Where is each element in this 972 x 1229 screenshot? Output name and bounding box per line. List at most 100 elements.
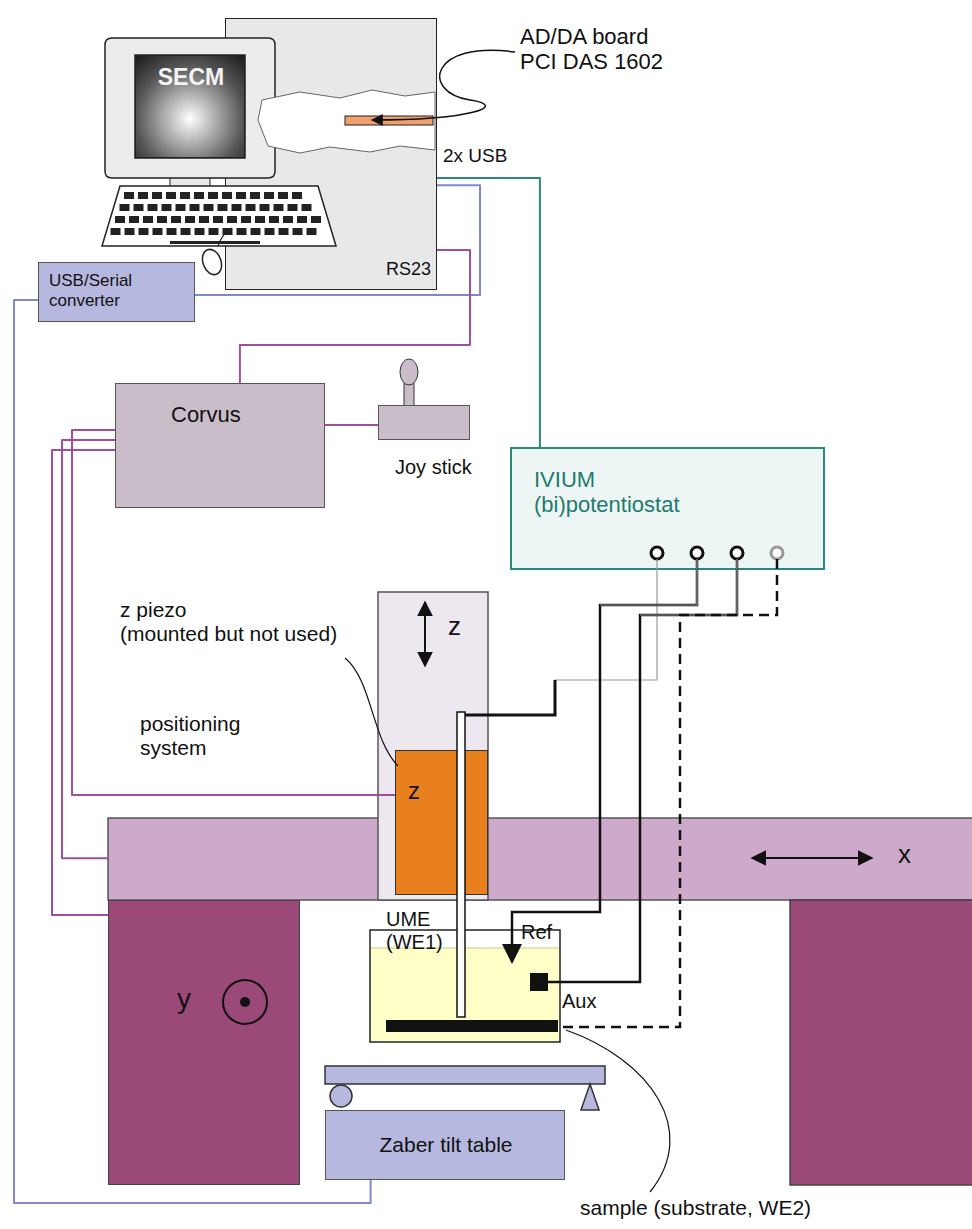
key xyxy=(157,216,167,223)
joystick-knob xyxy=(400,359,418,385)
key xyxy=(171,216,181,223)
key xyxy=(209,228,219,235)
monitor-frame xyxy=(105,38,275,178)
y-stage: y xyxy=(108,900,300,1185)
key xyxy=(138,192,148,199)
key xyxy=(148,204,158,211)
key xyxy=(195,228,205,235)
corvus-controller: Corvus xyxy=(115,383,325,508)
key xyxy=(166,192,176,199)
key xyxy=(311,216,321,223)
key xyxy=(218,204,228,211)
terminal xyxy=(651,547,663,559)
y-axis-dot xyxy=(240,997,250,1007)
callout-line xyxy=(372,50,515,120)
computer-tower: 2x USBRS23 xyxy=(225,18,437,290)
annotation-label: AD/DA board PCI DAS 1602 xyxy=(520,24,680,75)
node-label: Zaber tilt table xyxy=(326,1133,566,1157)
keys xyxy=(111,192,322,244)
keyboard xyxy=(102,186,336,246)
key xyxy=(283,216,293,223)
joystick: Joy stick xyxy=(378,405,470,440)
key xyxy=(293,228,303,235)
key xyxy=(120,204,130,211)
node-label: x xyxy=(898,840,911,870)
node-label: USB/Serial converter xyxy=(49,271,189,310)
annotation-label: z piezo (mounted but not used) xyxy=(120,598,382,646)
key xyxy=(255,216,265,223)
usb-serial-converter: USB/Serial converter xyxy=(38,262,195,322)
electrolyte xyxy=(371,948,559,1041)
key xyxy=(199,216,209,223)
cable xyxy=(325,424,378,426)
wire-thin xyxy=(461,559,657,728)
key xyxy=(111,228,121,235)
key xyxy=(115,216,125,223)
ume-wire xyxy=(461,680,555,715)
adda-board xyxy=(345,116,433,125)
z-column xyxy=(378,592,488,900)
annotation-label: positioning system xyxy=(140,712,270,760)
key xyxy=(264,192,274,199)
key xyxy=(292,192,302,199)
key xyxy=(232,204,242,211)
terminal xyxy=(771,547,783,559)
x-stage xyxy=(108,818,972,900)
cable xyxy=(14,300,371,1203)
wire-thin xyxy=(640,559,737,615)
key xyxy=(227,216,237,223)
potentiostat: IVIUM (bi)potentiostat xyxy=(510,447,825,570)
key xyxy=(302,204,312,211)
leader-line xyxy=(345,658,398,766)
z-column: zz xyxy=(378,592,488,900)
key xyxy=(153,228,163,235)
tilt-table: Zaber tilt table xyxy=(325,1110,565,1180)
key xyxy=(190,204,200,211)
ume-electrode xyxy=(457,712,465,1017)
annotation-label: UME (WE1) xyxy=(386,908,450,954)
cable xyxy=(52,450,115,915)
space-bar xyxy=(170,241,260,244)
sample-substrate xyxy=(386,1020,558,1032)
node-label: SECM xyxy=(136,64,246,90)
annotation-label: Aux xyxy=(562,990,596,1013)
key xyxy=(279,228,289,235)
pivot xyxy=(581,1084,599,1110)
annotation-label: Ref xyxy=(521,921,552,944)
key xyxy=(222,192,232,199)
key xyxy=(134,204,144,211)
node-label: Corvus xyxy=(171,402,241,427)
node-label: IVIUM (bi)potentiostat xyxy=(534,467,744,518)
tilt-platform xyxy=(325,1066,605,1084)
node-label: 2x USB xyxy=(443,145,507,167)
key xyxy=(152,192,162,199)
key xyxy=(167,228,177,235)
key xyxy=(125,228,135,235)
terminal xyxy=(691,547,703,559)
monitor-screen: SECM xyxy=(135,55,245,158)
aux-electrode xyxy=(530,973,548,991)
monitor-stand xyxy=(170,176,210,190)
key xyxy=(236,192,246,199)
key xyxy=(274,204,284,211)
key xyxy=(204,204,214,211)
x-stage: x xyxy=(108,818,972,900)
key xyxy=(129,216,139,223)
y-axis-symbol xyxy=(223,980,267,1024)
key xyxy=(143,216,153,223)
key xyxy=(246,204,256,211)
mouse-cord xyxy=(218,228,232,246)
key xyxy=(194,192,204,199)
key xyxy=(162,204,172,211)
sample-wire xyxy=(560,559,777,1027)
key xyxy=(307,228,317,235)
mouse xyxy=(199,247,225,278)
node-label: RS23 xyxy=(386,259,431,280)
key xyxy=(181,228,191,235)
support-block xyxy=(790,900,972,1185)
key xyxy=(139,228,149,235)
key xyxy=(237,228,247,235)
node-label: y xyxy=(177,983,191,1015)
key xyxy=(269,216,279,223)
key xyxy=(250,192,260,199)
